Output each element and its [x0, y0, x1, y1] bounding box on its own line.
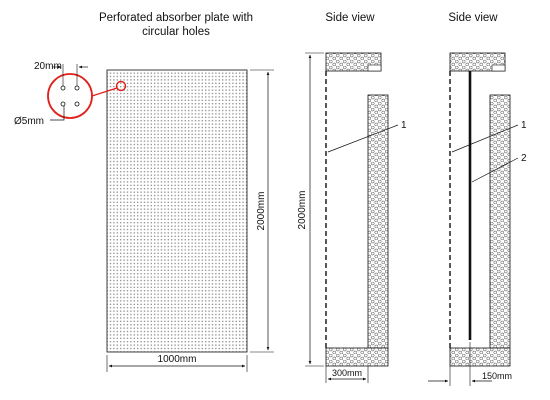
plate-title-line2: circular holes — [142, 26, 210, 38]
side-view-1-title: Side view — [325, 12, 375, 24]
side-view-1-gap-label: 300mm — [332, 368, 362, 378]
callout-2-label: 2 — [521, 153, 527, 164]
plate-title-line1: Perforated absorber plate with — [99, 12, 253, 24]
side-view-2-title: Side view — [448, 12, 498, 24]
callout-1-label: 1 — [401, 120, 407, 131]
bottom-honeycomb-cap — [325, 347, 389, 367]
hole-spacing-label: 20mm — [34, 61, 62, 72]
callout-1-label-2: 1 — [521, 120, 527, 131]
side-view-height-label: 2000mm — [297, 191, 308, 230]
side-view-2: Side view 1 2 150mm — [428, 12, 527, 386]
highlighted-hole-marker — [115, 80, 127, 92]
perforated-plate — [106, 69, 248, 353]
plate-width-label: 1000mm — [158, 354, 197, 365]
hole-detail-magnifier — [47, 64, 118, 121]
bottom-honeycomb-cap-2 — [449, 347, 511, 367]
side-view-2-gap-label: 150mm — [482, 371, 512, 381]
top-honeycomb-cap-2 — [449, 52, 506, 72]
honeycomb-back-wall-2 — [489, 94, 511, 349]
hole-diameter-label: Ø5mm — [14, 116, 44, 127]
top-honeycomb-cap — [325, 52, 382, 72]
plate-height-label: 2000mm — [256, 192, 267, 231]
perforated-plate-view: Perforated absorber plate with circular … — [14, 12, 274, 372]
side-view-1: Side view 1 2000mm 300mm — [297, 12, 407, 383]
